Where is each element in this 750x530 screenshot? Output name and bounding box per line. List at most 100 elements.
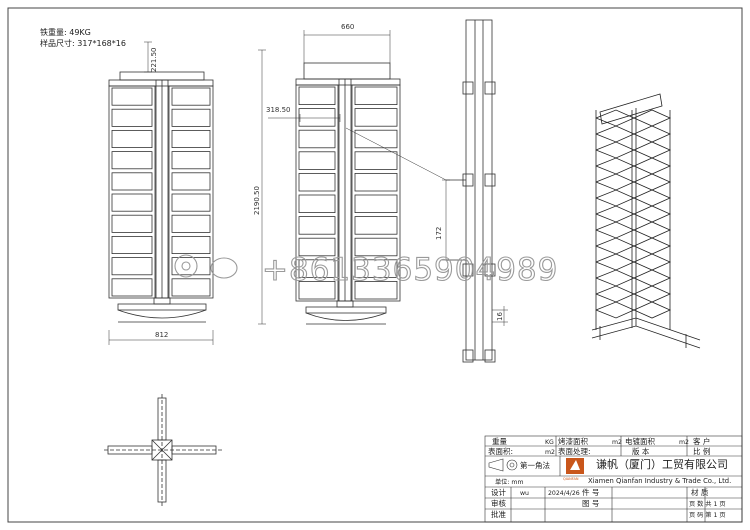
iso-rack-left: [595, 253, 635, 271]
title-block: [484, 435, 743, 523]
paint-area-unit: m2: [612, 439, 622, 446]
iso-rack-left: [595, 205, 635, 223]
projection-label: 第一角法: [520, 460, 550, 470]
company-name-cn: 谦帆（厦门）工贸有限公司: [596, 457, 728, 471]
front-view-right-panel: [168, 85, 214, 299]
sample-size-note: 样品尺寸: 317*168*16: [40, 38, 126, 48]
weight-label: 重量: [492, 437, 507, 446]
sample-slot: [354, 259, 398, 278]
date-value: 2024/4/26: [548, 490, 580, 497]
paint-area-label: 烤漆面积: [558, 436, 588, 446]
logo-text: QIANFAN: [563, 477, 579, 481]
sample-slot: [298, 108, 336, 127]
front-view-dimensions: [108, 41, 214, 345]
sample-slot: [111, 214, 153, 233]
company-logo: QIANFAN: [563, 458, 584, 481]
dim-base-width: 812: [155, 331, 168, 339]
sample-slot: [171, 129, 211, 148]
iso-rack-left: [595, 189, 635, 207]
sample-slot: [354, 280, 398, 300]
dim-arm-width: 318.50: [266, 106, 291, 114]
sample-slot: [298, 129, 336, 149]
sample-slot: [354, 172, 398, 192]
upright-clip: [484, 349, 496, 363]
panel-frame: [351, 84, 401, 302]
sample-slot: [111, 108, 153, 127]
material-label: 材 质: [691, 487, 709, 497]
sample-slot: [171, 193, 211, 212]
upright-dimensions: [442, 179, 508, 326]
upright-clip: [462, 263, 474, 277]
designer-label: 设计: [491, 487, 506, 497]
sample-slot: [111, 235, 153, 254]
iso-rack-right: [633, 285, 671, 303]
sample-slot: [298, 194, 336, 214]
version-label: 版 本: [632, 446, 650, 456]
scale-label: 比 例: [693, 446, 710, 456]
iso-rack-left: [595, 173, 635, 191]
designer-value: wu: [520, 490, 529, 497]
surface-area-label: 表面积:: [488, 446, 513, 456]
sample-slot: [298, 237, 336, 257]
iso-rack-right: [633, 189, 671, 207]
base-plan-view: [104, 394, 222, 506]
iso-rack-left: [595, 157, 635, 175]
company-name-en: Xiamen Qianfan Industry & Trade Co., Ltd…: [588, 477, 731, 485]
watermark-text: +8613365904989: [262, 252, 558, 288]
iso-rack-left: [595, 269, 635, 287]
upright-detail-view: [446, 19, 496, 363]
sample-slot: [298, 280, 336, 300]
drawing-border: [7, 7, 743, 523]
dim-pitch: 172: [435, 227, 443, 240]
sample-slot: [354, 151, 398, 170]
review-label: 审核: [491, 498, 506, 508]
sample-slot: [298, 259, 336, 278]
sample-slot: [171, 151, 211, 170]
side-view-dimensions: [258, 30, 447, 325]
iso-rack-right: [633, 269, 671, 287]
sample-slot: [298, 216, 336, 235]
iso-rack-right: [633, 205, 671, 223]
side-view-left-panel: [295, 84, 339, 302]
upright-clip: [462, 349, 474, 363]
panel-frame: [295, 84, 339, 302]
drawing-number-label: 图 号: [582, 499, 599, 508]
sample-slot: [354, 108, 398, 127]
sample-slot: [354, 129, 398, 149]
plating-area-label: 电镀面积: [625, 436, 655, 446]
sample-slot: [111, 193, 153, 212]
iso-rack-right: [633, 237, 671, 255]
sample-slot: [171, 87, 211, 106]
upright-clip: [484, 263, 496, 277]
first-angle-projection-icon: [488, 458, 518, 472]
iso-rack-left: [595, 237, 635, 255]
sample-slot: [354, 216, 398, 235]
panel-frame: [168, 85, 214, 299]
front-view: [108, 71, 214, 323]
dim-thickness: 16: [496, 312, 504, 321]
sample-slot: [354, 237, 398, 257]
iso-rack-right: [633, 253, 671, 271]
sample-slot: [298, 151, 336, 170]
sample-slot: [171, 235, 211, 254]
upright-clip: [484, 81, 496, 95]
iso-rack-right: [633, 301, 671, 319]
surface-area-unit: m2: [545, 449, 555, 456]
side-view: [295, 62, 401, 325]
upright-clip: [484, 173, 496, 187]
upright-clip: [462, 81, 474, 95]
iso-rack-left: [595, 301, 635, 319]
dim-top-height: 221.50: [150, 48, 158, 73]
pages-label: 页 数 共 1 页: [689, 500, 726, 508]
sample-slot: [298, 86, 336, 106]
surface-treatment-label: 表面处理:: [558, 446, 591, 456]
weight-unit: KG: [545, 439, 554, 446]
sample-slot: [171, 214, 211, 233]
sample-slot: [111, 172, 153, 191]
sample-slot: [111, 257, 153, 276]
sample-slot: [171, 172, 211, 191]
iso-rack-left: [595, 221, 635, 239]
weight-note: 铁重量: 49KG: [40, 27, 91, 37]
dim-total-height: 2190.50: [253, 186, 261, 215]
